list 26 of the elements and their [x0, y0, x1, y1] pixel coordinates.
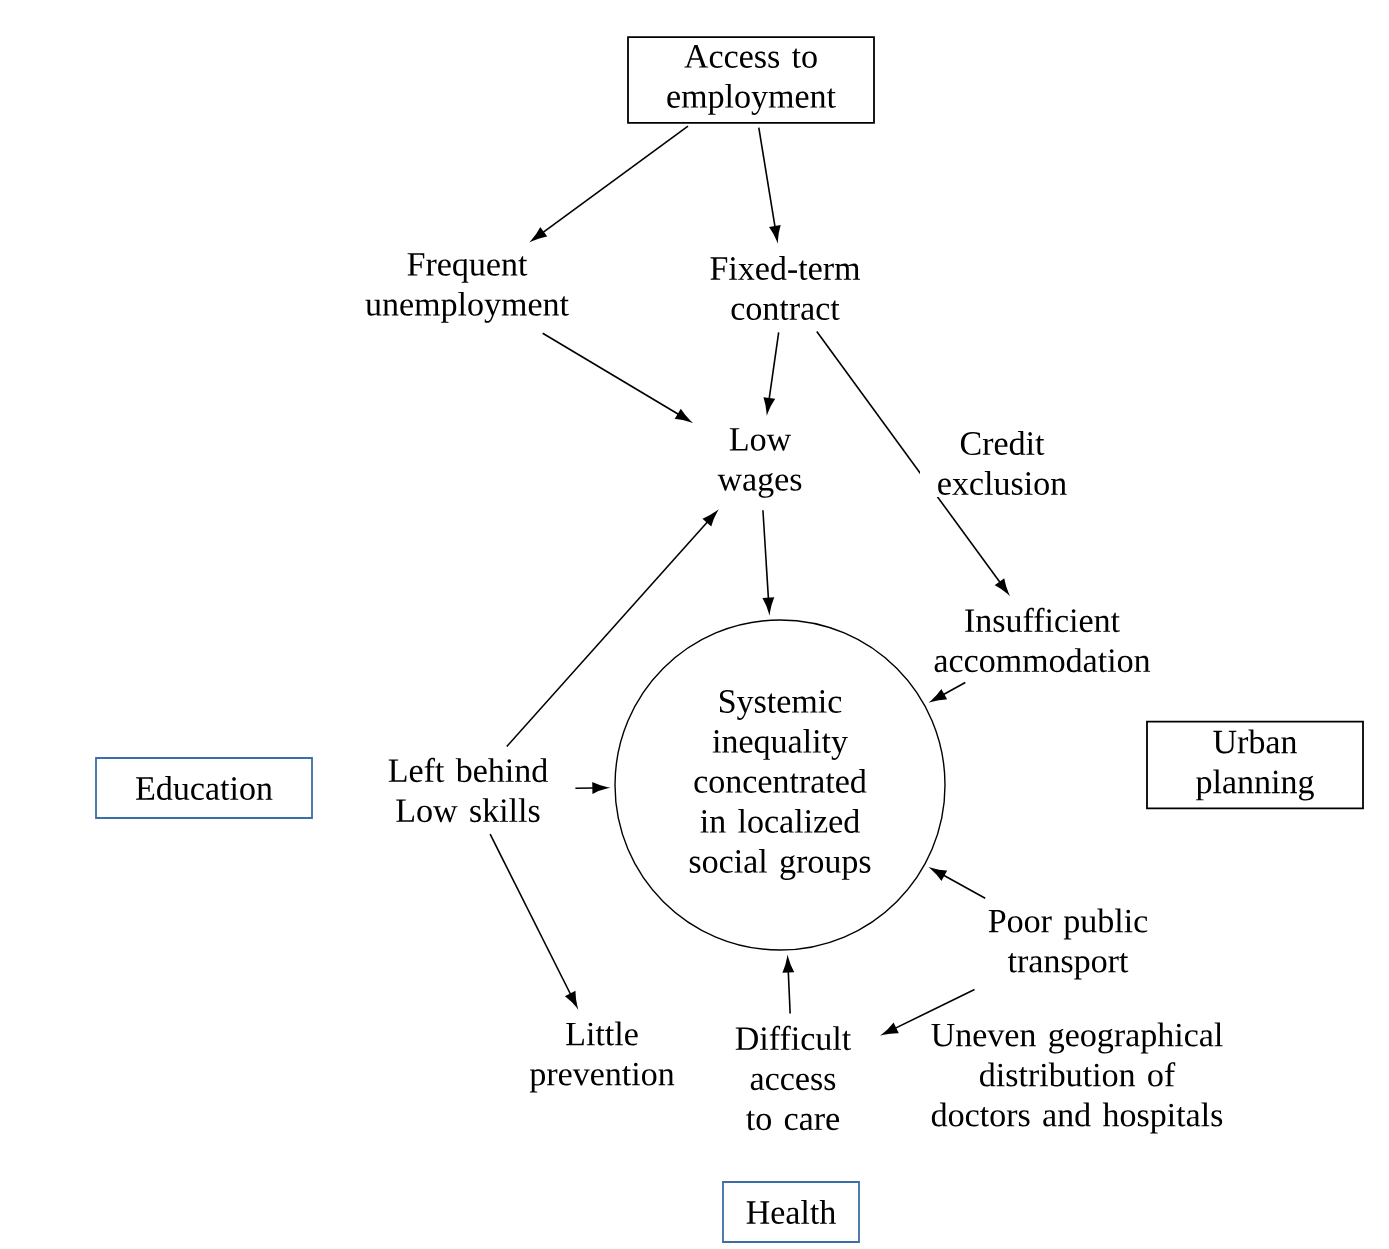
cause-text: Left behind Low skills	[388, 757, 548, 823]
arrow	[506, 511, 718, 748]
arrow	[531, 125, 689, 242]
cause-text: Frequent unemployment	[365, 253, 569, 323]
arrow	[882, 988, 976, 1035]
arrow	[574, 782, 608, 794]
heading-box: Education	[95, 757, 313, 819]
arrow	[758, 126, 781, 241]
cause-text: Little prevention	[529, 1021, 675, 1093]
cause-text: Fixed-term contract	[710, 256, 860, 320]
arrow	[931, 868, 986, 900]
heading-box: Urban planning	[1146, 720, 1364, 810]
arrow	[541, 332, 691, 423]
cause-text: Poor public transport	[988, 908, 1148, 980]
arrow	[763, 331, 780, 413]
cause-text: Difficult access to care	[735, 1025, 852, 1131]
cause-text: Low wages	[717, 428, 802, 498]
heading-box: Access to employment	[627, 36, 875, 124]
cause-text: Insufficient accommodation	[934, 607, 1151, 673]
arrow	[816, 330, 1009, 595]
heading-box: Health	[722, 1181, 860, 1243]
cause-text: Uneven geographical distribution of doctors and hospitals	[931, 1022, 1223, 1134]
arrow	[782, 957, 794, 1015]
arrow	[489, 833, 578, 1008]
edge-label: Credit exclusion	[920, 429, 1084, 497]
arrow	[930, 681, 967, 702]
